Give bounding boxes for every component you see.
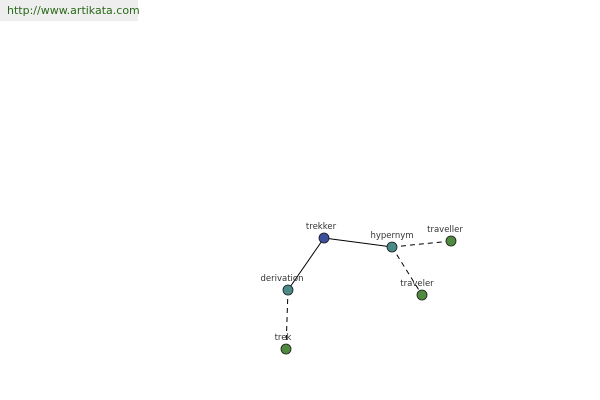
node-label-trek: trek: [275, 333, 292, 343]
edge-trekker-hypernym: [323, 237, 393, 248]
node-derivation[interactable]: [282, 284, 294, 296]
node-label-traveler: traveler: [400, 279, 434, 289]
edge-derivation-trek: [285, 289, 289, 350]
edge-hypernym-traveler: [391, 246, 423, 296]
node-traveller[interactable]: [445, 235, 457, 247]
site-url-link[interactable]: http://www.artikata.com: [0, 0, 140, 21]
edge-trekker-derivation: [287, 237, 325, 291]
graph-edges: [285, 237, 452, 350]
edge-hypernym-traveller: [391, 240, 452, 248]
node-trek[interactable]: [280, 343, 292, 355]
node-label-traveller: traveller: [427, 225, 463, 235]
node-label-trekker: trekker: [306, 222, 337, 232]
node-hypernym[interactable]: [386, 241, 398, 253]
node-label-derivation: derivation: [260, 274, 303, 284]
node-traveler[interactable]: [416, 289, 428, 301]
graph-nodes: trekker hypernym derivation traveller travel…: [260, 222, 463, 355]
node-trekker[interactable]: [318, 232, 330, 244]
node-label-hypernym: hypernym: [370, 231, 413, 241]
